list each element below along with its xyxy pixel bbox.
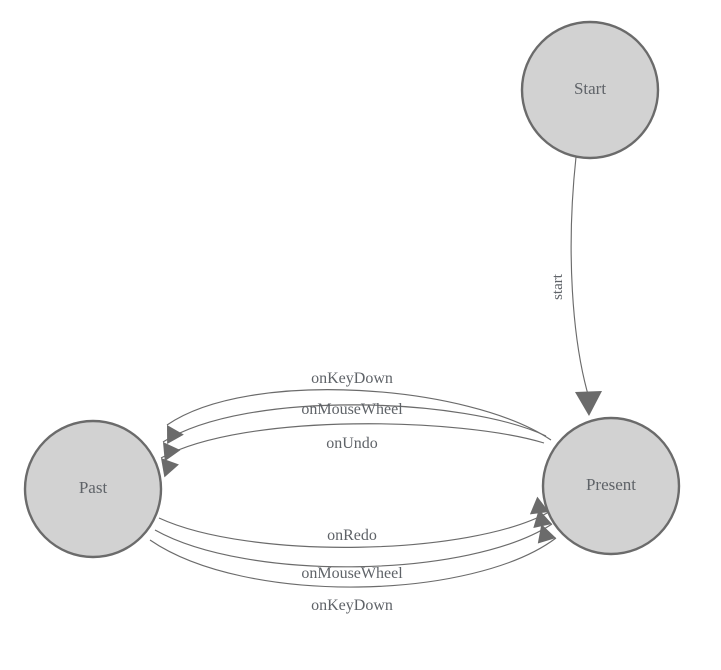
- edge-line: [149, 537, 557, 588]
- edge-label-start: start: [550, 273, 566, 300]
- edge-line: [160, 423, 545, 459]
- edge-present-to-past-onundo[interactable]: [157, 423, 545, 480]
- node-past-label: Past: [79, 478, 108, 497]
- node-past[interactable]: Past: [23, 419, 163, 559]
- arrowhead-icon: [529, 496, 549, 515]
- edge-line: [166, 389, 552, 441]
- node-start[interactable]: Start: [520, 20, 660, 160]
- edge-label-onmousewheel-lower: onMouseWheel: [301, 565, 403, 582]
- edge-label-onundo: onUndo: [326, 435, 378, 452]
- arrowhead-icon: [161, 458, 179, 478]
- edge-line: [570, 156, 590, 399]
- node-present-label: Present: [586, 475, 636, 494]
- edge-label-onmousewheel-upper: onMouseWheel: [301, 401, 403, 418]
- node-start-circle: [520, 20, 660, 160]
- arrowhead-icon: [163, 442, 181, 462]
- edge-label-onredo: onRedo: [327, 527, 377, 544]
- node-start-label: Start: [574, 79, 606, 98]
- node-present-circle: [541, 416, 681, 556]
- edge-start-to-present[interactable]: [570, 156, 602, 416]
- arrowhead-icon: [537, 524, 556, 544]
- edge-line: [158, 511, 550, 548]
- edge-past-to-present-onmousewheel[interactable]: [154, 507, 553, 568]
- edge-label-onkeydown-lower: onKeyDown: [311, 597, 393, 614]
- arrowhead-icon: [575, 391, 602, 416]
- edge-label-onkeydown-upper: onKeyDown: [311, 370, 393, 387]
- edge-past-to-present-onkeydown[interactable]: [149, 521, 557, 588]
- arrowhead-icon: [533, 509, 552, 528]
- node-past-circle: [23, 419, 163, 559]
- edge-past-to-present-onredo[interactable]: [158, 495, 550, 548]
- edge-present-to-past-onmousewheel[interactable]: [158, 404, 547, 465]
- edge-line: [162, 404, 547, 443]
- node-present[interactable]: Present: [541, 416, 681, 556]
- edge-line: [154, 523, 553, 568]
